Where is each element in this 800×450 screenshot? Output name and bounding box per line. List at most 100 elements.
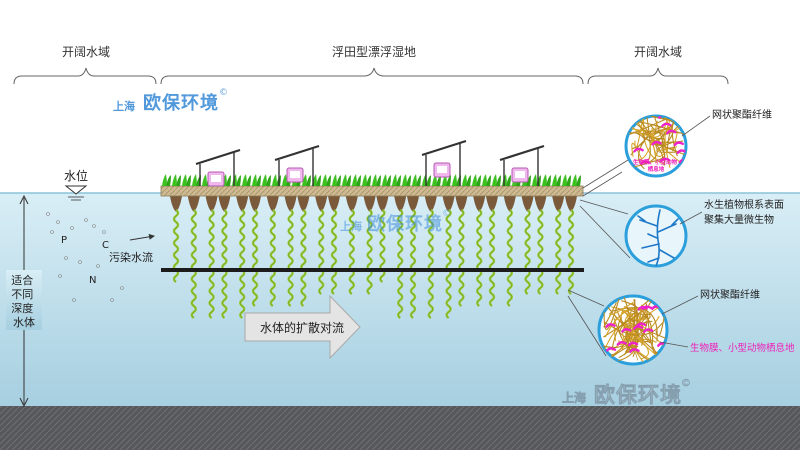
pollutant-bubble: [84, 218, 88, 222]
depth-label: 适合 不同 深度 水体: [11, 273, 37, 329]
fiber-strand-core: [252, 209, 258, 307]
plant-blade: [376, 175, 381, 186]
fiber-thread: [636, 120, 658, 161]
plant-blade: [346, 175, 351, 186]
callout-top-fiber-leader: [681, 115, 711, 137]
water-level-triangle: [64, 185, 88, 195]
plant-blade: [496, 175, 501, 186]
root-column: [218, 196, 231, 319]
plant-blade: [396, 175, 401, 186]
root-column: [249, 196, 261, 307]
plant-blade: [452, 174, 457, 186]
root-column: [407, 196, 419, 319]
plant-blade: [426, 175, 431, 186]
fiber-thread: [621, 300, 654, 347]
plant-blade: [566, 175, 571, 186]
depth-label-line-4: 水体: [13, 315, 35, 329]
plant-blade: [236, 175, 241, 186]
plant-blade: [552, 174, 557, 186]
root-tuft: [363, 196, 376, 212]
biofilm-organism: [651, 140, 662, 146]
root-tuft: [170, 196, 182, 212]
root-column: [442, 196, 455, 319]
plant-blade: [436, 175, 441, 186]
plant-blade: [182, 174, 187, 186]
fiber-thread: [609, 301, 634, 316]
zone-braces: [13, 67, 729, 85]
fiber-thread: [603, 297, 621, 330]
fiber-strand-core: [318, 209, 324, 295]
watermark-middle-mark: ©: [442, 209, 451, 219]
root-tuft: [503, 196, 516, 212]
depth-arrow-top: [19, 194, 29, 205]
plant-blade: [282, 174, 287, 186]
plant-blade: [506, 175, 511, 186]
pump-house: [274, 144, 320, 186]
fiber-thread: [624, 312, 644, 363]
root-tuft: [284, 196, 297, 212]
root-tuft: [297, 196, 310, 212]
biofilm-organism: [633, 147, 644, 153]
pollutant-bubble: [70, 226, 74, 230]
fiber-strand-core: [288, 209, 293, 307]
fiber-thread: [613, 318, 635, 342]
pollutant-bubble: [96, 264, 100, 268]
fiber-thread: [661, 133, 675, 149]
root-tuft: [455, 196, 468, 212]
zone-label-right: 开阔水域: [634, 45, 682, 59]
fiber-strand-core: [568, 209, 574, 295]
pollutant-bubble: [72, 298, 76, 302]
root-column: [328, 196, 340, 295]
fiber-strand-core: [555, 209, 561, 295]
watermark-middle-prefix: 上海: [340, 219, 362, 233]
plant-blade: [226, 175, 231, 186]
root-column: [486, 196, 498, 307]
plant-blade: [352, 174, 357, 186]
plant-blade: [532, 174, 537, 186]
biofilm-organism: [661, 122, 672, 128]
fiber-strand-core: [538, 209, 543, 295]
callout-root-line-2: 聚集大量微生物: [704, 213, 774, 226]
root-column: [552, 196, 565, 295]
plant-blade: [246, 175, 251, 186]
zone-label-center: 浮田型漂浮湿地: [332, 44, 416, 59]
biofilm-organism: [643, 328, 654, 333]
plant-blade: [576, 175, 581, 186]
root-tuft: [521, 196, 534, 212]
plant-blade: [446, 175, 451, 186]
watermark-bottom-name: 欧保环境: [594, 383, 682, 407]
biofilm-organism: [640, 160, 651, 165]
biofilm-organism: [641, 305, 653, 311]
plant-blade: [252, 174, 257, 186]
root-tuft: [376, 196, 389, 212]
fiber-strand-core: [222, 209, 227, 319]
callout-bottom-fiber-leader: [661, 295, 699, 315]
root-tuft: [236, 196, 249, 212]
fiber-strand-core: [489, 209, 495, 307]
fiber-thread: [627, 320, 648, 349]
callout-top-fiber: 网状聚酯纤维: [712, 108, 772, 121]
plant-blade: [162, 174, 167, 186]
root-tuft: [266, 196, 279, 212]
fiber-thread: [604, 308, 649, 338]
root-tuft: [205, 196, 218, 212]
pollutant-bubble: [50, 230, 54, 234]
plant-blade: [242, 174, 247, 186]
root-column: [534, 196, 547, 295]
plant-roots: [170, 196, 577, 319]
fiber-thread: [664, 127, 671, 168]
plant-blade: [342, 174, 347, 186]
fiber-strand-core: [397, 209, 403, 319]
callout-top-biofilm-line-1: 生物膜、小型动物: [633, 158, 678, 166]
callout-top-biofilm: 生物膜、小型动物 栖息地: [633, 158, 679, 173]
solar-panel: [195, 148, 241, 166]
pollutant-bubble: [58, 274, 62, 278]
root-tuft: [424, 196, 437, 212]
nutrient-letter-n: N: [89, 275, 96, 286]
fiber-strand-core: [367, 209, 372, 295]
fiber-thread: [618, 322, 648, 359]
callout-top-biofilm-line-2: 栖息地: [648, 165, 665, 173]
pump-window: [437, 166, 447, 173]
